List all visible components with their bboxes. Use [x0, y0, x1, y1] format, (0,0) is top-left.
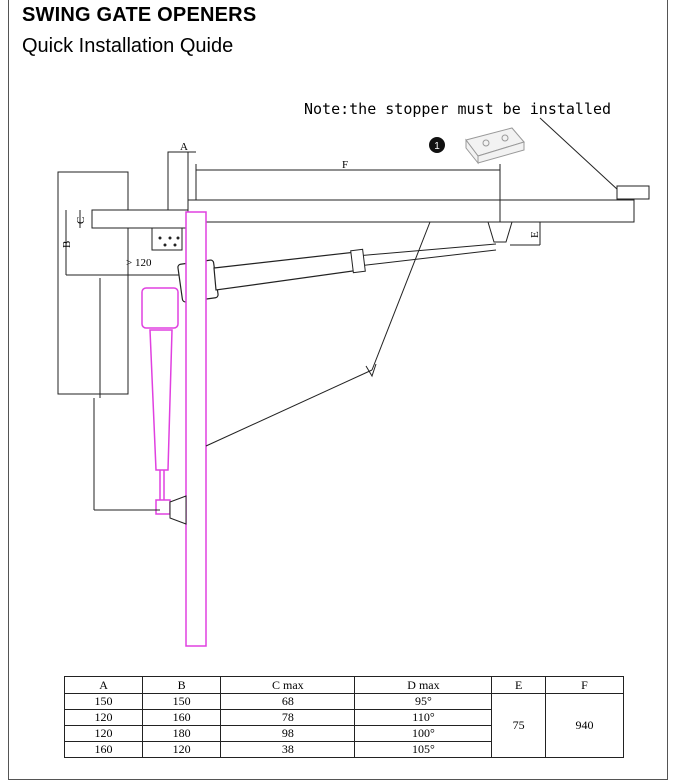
page-frame [8, 0, 668, 780]
header-d: D max [354, 676, 493, 694]
cell: 150 [63, 693, 144, 710]
cell: 100° [354, 725, 493, 742]
cell: 180 [142, 725, 222, 742]
dimension-c-label: C [75, 217, 87, 224]
specification-table: A B C max D max E F 150 150 68 95° 75 94… [63, 676, 625, 758]
table-row: 160 120 38 105° [63, 741, 624, 758]
cell-f-value: 940 [544, 693, 625, 758]
pillar-front [91, 209, 189, 229]
cell: 105° [354, 741, 493, 758]
header-c: C max [220, 676, 356, 694]
cell-e-value: 75 [491, 693, 546, 758]
dimension-b-label: B [61, 241, 73, 248]
table-row: 150 150 68 95° 75 940 [63, 693, 625, 758]
header-e: E [491, 676, 546, 694]
table-row: 120 160 78 110° [63, 709, 624, 726]
swing-arc-line [205, 369, 373, 447]
cell: 78 [220, 709, 356, 726]
wall-outline [57, 171, 129, 395]
gate-leaf-closed [187, 199, 635, 223]
page-title: SWING GATE OPENERS [22, 4, 257, 26]
gate-leaf-open [185, 211, 207, 647]
cell: 110° [354, 709, 493, 726]
header-f: F [544, 676, 625, 694]
header-b: B [142, 676, 222, 694]
cell: 95° [354, 693, 493, 710]
cell: 68 [220, 693, 356, 710]
min-offset-label: > 120 [126, 257, 152, 269]
stopper-part-icon [465, 127, 525, 165]
open-gate-bracket [169, 495, 187, 525]
swing-guide-line [371, 221, 431, 371]
cell: 160 [63, 741, 144, 758]
dimension-f-label: F [342, 159, 348, 171]
stopper-block [616, 185, 650, 200]
cell: 98 [220, 725, 356, 742]
cell: 38 [220, 741, 356, 758]
dimension-a-label: A [180, 141, 188, 153]
stopper-leader-line [539, 117, 619, 191]
operator-closed [177, 243, 497, 303]
page-subtitle: Quick Installation Quide [22, 35, 234, 57]
cell: 120 [63, 709, 144, 726]
operator-open [141, 287, 179, 515]
cell: 120 [142, 741, 222, 758]
gate-bracket [487, 221, 513, 243]
table-row: 120 180 98 100° [63, 725, 624, 742]
table-header-row: A B C max D max E F [63, 676, 625, 694]
swing-arrow [365, 363, 377, 378]
dimension-e-label: E [529, 231, 541, 238]
callout-number: 1 [434, 141, 440, 152]
cell: 160 [142, 709, 222, 726]
callout-number-marker [429, 137, 445, 153]
header-a: A [63, 676, 144, 694]
stopper-note: Note:the stopper must be installed [304, 100, 612, 118]
installation-diagram: 1 A F C B E > 120 [57, 117, 650, 647]
cell: 120 [63, 725, 144, 742]
cell: 150 [142, 693, 222, 710]
